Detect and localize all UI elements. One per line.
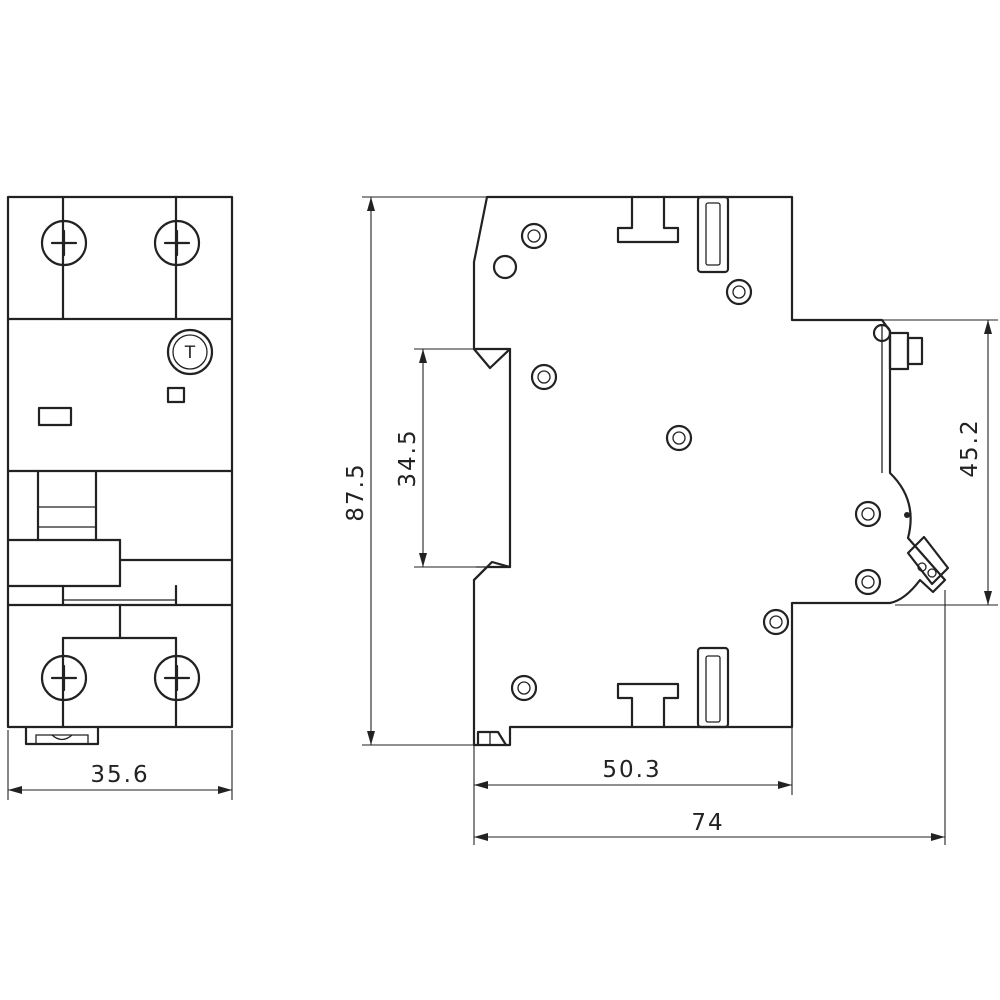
bottom-terminal-slot bbox=[696, 646, 730, 729]
dimension-front-width: 35.6 bbox=[7, 730, 233, 800]
dimension-label-front-width: 35.6 bbox=[90, 762, 149, 788]
dimension-total-depth: 74 bbox=[474, 590, 946, 845]
label-window bbox=[37, 406, 73, 427]
din-clip bbox=[24, 725, 100, 746]
top-terminal-slot bbox=[696, 195, 730, 274]
bottom-terminal-tab bbox=[616, 682, 680, 729]
rail-slot-lower-notch bbox=[472, 560, 512, 582]
dimension-body-depth: 50.3 bbox=[473, 727, 793, 845]
din-clip-side bbox=[476, 730, 508, 747]
test-button: T bbox=[166, 328, 214, 376]
dimension-total-height: 87.5 bbox=[343, 196, 487, 746]
bottom-terminal-screw-right bbox=[153, 654, 201, 702]
top-terminal-screw-left bbox=[40, 219, 88, 267]
indicator-window bbox=[166, 386, 186, 404]
toggle-handle-side bbox=[906, 535, 950, 586]
front-view: T bbox=[6, 195, 234, 746]
front-outline bbox=[6, 195, 234, 729]
test-button-label: T bbox=[184, 343, 196, 363]
dimension-label-total-depth: 74 bbox=[691, 810, 724, 836]
rivet-holes bbox=[492, 222, 882, 702]
side-view bbox=[472, 195, 950, 747]
top-terminal-screw-right bbox=[153, 219, 201, 267]
toggle-lever bbox=[6, 538, 122, 588]
side-outline bbox=[472, 195, 947, 747]
bottom-terminal-screw-left bbox=[40, 654, 88, 702]
rail-slot-upper-notch bbox=[472, 347, 512, 370]
dimension-label-total-height: 87.5 bbox=[343, 462, 369, 521]
dimension-front-face-height: 45.2 bbox=[795, 319, 998, 606]
dimension-label-rail-slot: 34.5 bbox=[395, 428, 421, 487]
dimension-label-body-depth: 50.3 bbox=[602, 757, 661, 783]
test-button-side bbox=[872, 323, 924, 518]
dimension-label-front-face-height: 45.2 bbox=[957, 418, 983, 477]
dimension-rail-slot: 34.5 bbox=[395, 348, 476, 568]
top-terminal-tab bbox=[616, 195, 680, 244]
